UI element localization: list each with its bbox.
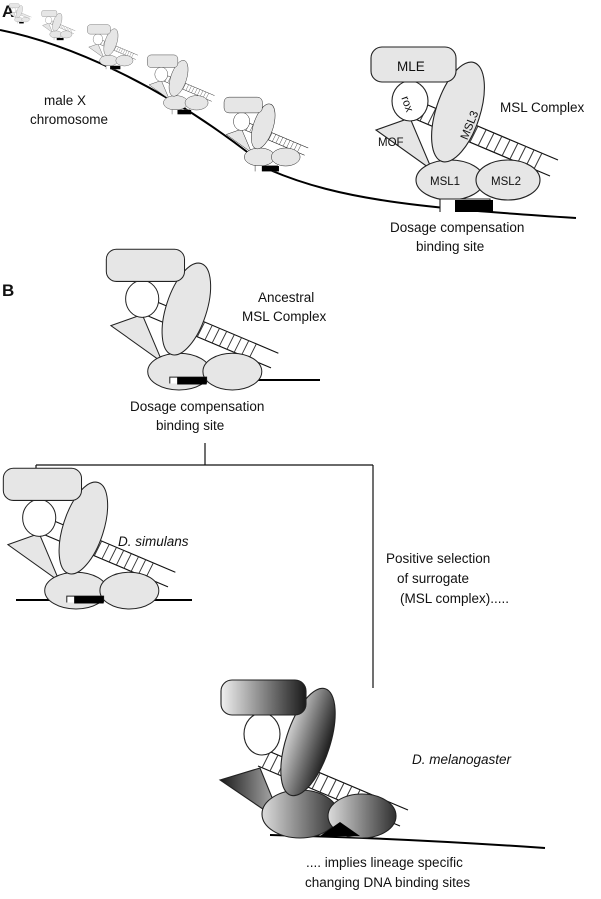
small-complex-2: [41, 10, 76, 41]
binding-site-label-a-line2: binding site: [416, 239, 484, 254]
mle-subunit: [370, 46, 457, 83]
species-right-label: D. melanogaster: [412, 752, 512, 767]
panel-b-label: B: [2, 281, 14, 300]
ancestral-label-line2: MSL Complex: [242, 309, 327, 324]
simulans-complex: [2, 467, 192, 610]
msl2-subunit: [475, 159, 541, 201]
msl2-label: MSL2: [491, 176, 521, 188]
implication-label-line1: .... implies lineage specific: [306, 855, 463, 870]
mof-label: MOF: [378, 137, 404, 149]
selection-label-line3: (MSL complex).....: [400, 591, 509, 606]
selection-label-line2: of surrogate: [397, 571, 469, 586]
selection-label-line1: Positive selection: [386, 551, 490, 566]
binding-site-label-a-line1: Dosage compensation: [390, 220, 524, 235]
lineage-tree: [35, 443, 374, 688]
melanogaster-complex: [218, 679, 546, 849]
msl3-subunit: [431, 61, 485, 163]
mle-label: MLE: [397, 59, 425, 74]
chromosome-label-line2: chromosome: [30, 112, 108, 127]
mof-subunit: [374, 117, 434, 172]
small-complex-3: [87, 24, 139, 70]
msl-complex-large: [370, 46, 559, 212]
small-complex-4: [147, 54, 215, 115]
binding-site-label-b-line1: Dosage compensation: [130, 399, 264, 414]
ancestral-label-line1: Ancestral: [258, 290, 314, 305]
rox-label: rox: [398, 95, 415, 114]
ancestral-complex: [105, 248, 320, 391]
msl1-label: MSL1: [430, 176, 460, 188]
implication-label-line2: changing DNA binding sites: [305, 875, 470, 890]
msl-complex-label: MSL Complex: [500, 100, 585, 115]
binding-site-label-b-line2: binding site: [156, 418, 224, 433]
species-left-label: D. simulans: [118, 534, 189, 549]
small-complex-5: [223, 96, 309, 172]
chromosome-label-line1: male X: [44, 93, 86, 108]
binding-site-block: [455, 200, 493, 212]
